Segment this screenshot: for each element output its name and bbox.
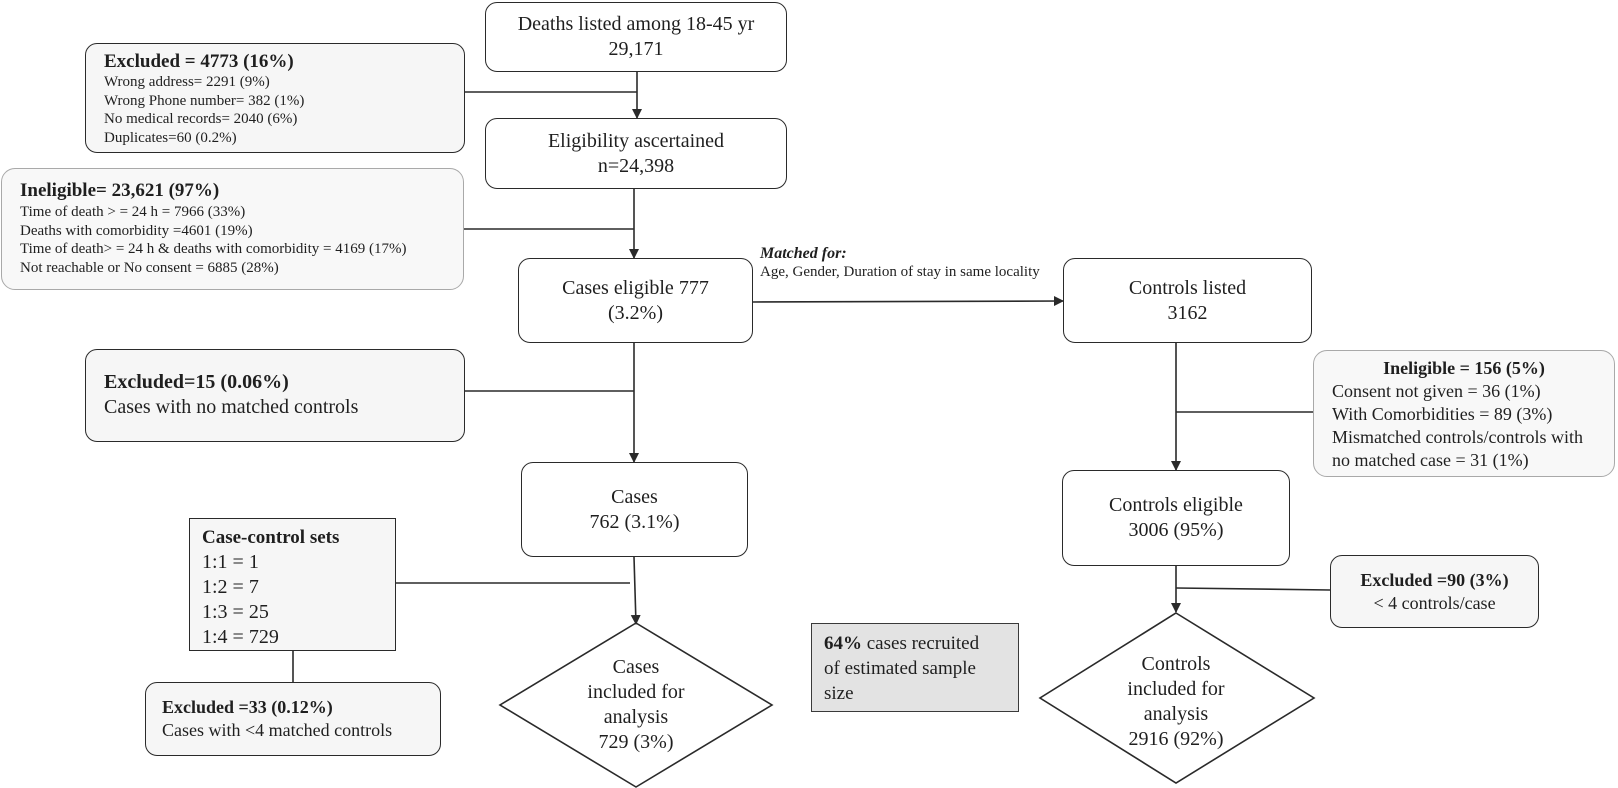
case-control-set-item: 1:2 = 7 bbox=[202, 576, 259, 598]
ineligible-1-item: Time of death> = 24 h & deaths with como… bbox=[20, 241, 407, 257]
excluded-3-text: < 4 controls/case bbox=[1373, 592, 1496, 613]
matched-for-note: Matched for: Age, Gender, Duration of st… bbox=[760, 244, 1040, 282]
controls-included-line: included for bbox=[1127, 678, 1225, 700]
eligibility-label: Eligibility ascertained bbox=[547, 129, 725, 152]
ineligible-2-item: no matched case = 31 (1%) bbox=[1332, 450, 1529, 470]
case-control-set-item: 1:3 = 25 bbox=[202, 601, 269, 623]
arrow-cases-to-controls bbox=[752, 296, 1064, 307]
cases-eligible-box: Cases eligible 777 (3.2%) bbox=[518, 258, 753, 343]
controls-included-line: Controls bbox=[1141, 653, 1211, 675]
controls-included-line: analysis bbox=[1143, 703, 1209, 725]
ineligible-box-1: Ineligible= 23,621 (97%) Time of death >… bbox=[1, 168, 464, 290]
ineligible-2-item: Consent not given = 36 (1%) bbox=[1332, 381, 1541, 401]
cases-count: 762 (3.1%) bbox=[589, 510, 680, 533]
cases-label: Cases bbox=[611, 485, 658, 508]
recruited-note-box: 64% cases recruited of estimated sample … bbox=[811, 623, 1019, 712]
excluded-box-4: Excluded =33 (0.12%) Cases with <4 match… bbox=[145, 682, 441, 756]
cases-included-line: included for bbox=[587, 681, 685, 703]
excluded-1-item: Wrong address= 2291 (9%) bbox=[104, 74, 270, 90]
ineligible-2-item: Mismatched controls/controls with bbox=[1332, 427, 1583, 447]
controls-eligible-count: 3006 (95%) bbox=[1128, 519, 1224, 541]
cases-included-line: 729 (3%) bbox=[598, 731, 674, 753]
cases-eligible-percent: (3.2%) bbox=[608, 301, 663, 324]
arrow-cases-to-included bbox=[630, 556, 641, 625]
cases-included-line: analysis bbox=[603, 706, 669, 728]
cases-eligible-label: Cases eligible 777 bbox=[562, 276, 709, 299]
connector-excluded-3 bbox=[1175, 587, 1331, 591]
controls-eligible-box: Controls eligible 3006 (95%) bbox=[1062, 470, 1290, 566]
controls-included-line: 2916 (92%) bbox=[1128, 728, 1224, 750]
excluded-3-heading: Excluded =90 (3%) bbox=[1360, 569, 1509, 590]
cases-box: Cases 762 (3.1%) bbox=[521, 462, 748, 557]
excluded-1-item: No medical records= 2040 (6%) bbox=[104, 111, 298, 127]
controls-included-label: Controls included for analysis 2916 (92%… bbox=[1096, 652, 1256, 752]
matched-for-text: Age, Gender, Duration of stay in same lo… bbox=[760, 264, 1040, 280]
excluded-box-3: Excluded =90 (3%) < 4 controls/case bbox=[1330, 555, 1539, 628]
excluded-1-heading: Excluded = 4773 (16%) bbox=[104, 51, 294, 72]
excluded-2-text: Cases with no matched controls bbox=[104, 396, 359, 418]
cases-included-label: Cases included for analysis 729 (3%) bbox=[560, 655, 712, 755]
ineligible-1-item: Time of death > = 24 h = 7966 (33%) bbox=[20, 204, 246, 220]
controls-listed-box: Controls listed 3162 bbox=[1063, 258, 1312, 343]
deaths-listed-count: 29,171 bbox=[608, 38, 664, 60]
case-control-sets-heading: Case-control sets bbox=[202, 527, 340, 548]
controls-listed-count: 3162 bbox=[1167, 301, 1208, 324]
case-control-sets-box: Case-control sets 1:1 = 1 1:2 = 7 1:3 = … bbox=[189, 518, 396, 651]
excluded-box-2: Excluded=15 (0.06%) Cases with no matche… bbox=[85, 349, 465, 442]
recruited-text-2: of estimated sample bbox=[824, 658, 976, 679]
ineligible-2-heading: Ineligible = 156 (5%) bbox=[1383, 358, 1545, 378]
excluded-4-text: Cases with <4 matched controls bbox=[162, 720, 393, 740]
ineligible-1-heading: Ineligible= 23,621 (97%) bbox=[20, 180, 220, 201]
ineligible-box-2: Ineligible = 156 (5%) Consent not given … bbox=[1313, 350, 1615, 477]
case-control-set-item: 1:1 = 1 bbox=[202, 551, 259, 573]
deaths-listed-label: Deaths listed among 18-45 yr bbox=[517, 13, 755, 35]
eligibility-count: n=24,398 bbox=[597, 154, 675, 177]
controls-eligible-label: Controls eligible bbox=[1109, 494, 1243, 516]
matched-for-heading: Matched for: bbox=[760, 245, 847, 262]
eligibility-box: Eligibility ascertained n=24,398 bbox=[485, 118, 787, 189]
deaths-listed-box: Deaths listed among 18-45 yr 29,171 bbox=[485, 2, 787, 72]
controls-listed-label: Controls listed bbox=[1128, 276, 1247, 299]
recruited-percent: 64% bbox=[824, 633, 862, 654]
ineligible-1-item: Not reachable or No consent = 6885 (28%) bbox=[20, 259, 279, 276]
recruited-text-3: size bbox=[824, 683, 854, 704]
excluded-4-heading: Excluded =33 (0.12%) bbox=[162, 697, 333, 717]
cases-included-line: Cases bbox=[612, 656, 660, 678]
excluded-2-heading: Excluded=15 (0.06%) bbox=[104, 371, 289, 393]
ineligible-2-item: With Comorbidities = 89 (3%) bbox=[1332, 404, 1553, 424]
excluded-box-1: Excluded = 4773 (16%) Wrong address= 229… bbox=[85, 43, 465, 153]
ineligible-1-item: Deaths with comorbidity =4601 (19%) bbox=[20, 222, 253, 239]
excluded-1-item: Duplicates=60 (0.2%) bbox=[104, 129, 237, 146]
case-control-set-item: 1:4 = 729 bbox=[202, 626, 279, 648]
excluded-1-item: Wrong Phone number= 382 (1%) bbox=[104, 92, 305, 109]
recruited-text-1: cases recruited bbox=[862, 633, 980, 654]
